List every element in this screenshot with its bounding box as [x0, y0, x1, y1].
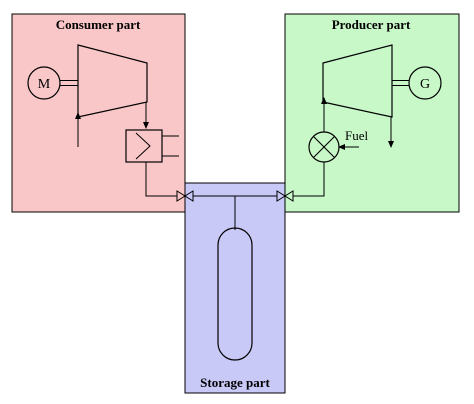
turbine-outlet-arrow — [388, 141, 394, 148]
heat-exchanger-coil — [135, 132, 151, 160]
turbine-inlet-arrow — [321, 97, 327, 104]
motor-icon — [27, 66, 61, 100]
compressor-icon — [77, 44, 148, 118]
fuel-label: Fuel — [345, 128, 369, 143]
heat-exchanger-icon — [125, 129, 163, 163]
motor-label: M — [38, 77, 51, 92]
storage-tank-icon — [217, 227, 253, 361]
generator-icon — [408, 66, 442, 100]
fuel-arrow — [338, 144, 345, 150]
compressor-outlet-arrow — [143, 122, 149, 129]
combustor-cross — [313, 136, 335, 158]
compressor-inlet-arrow — [75, 112, 81, 119]
producer-pipe — [293, 162, 325, 197]
turbine-icon — [322, 44, 393, 118]
consumer-part-title: Consumer part — [56, 17, 141, 32]
storage-part-title: Storage part — [200, 375, 270, 390]
consumer-pipe — [145, 162, 177, 197]
producer-valve-icon — [284, 190, 294, 202]
consumer-valve-icon — [176, 190, 186, 202]
generator-label: G — [420, 77, 430, 92]
producer-part-title: Producer part — [332, 17, 411, 32]
